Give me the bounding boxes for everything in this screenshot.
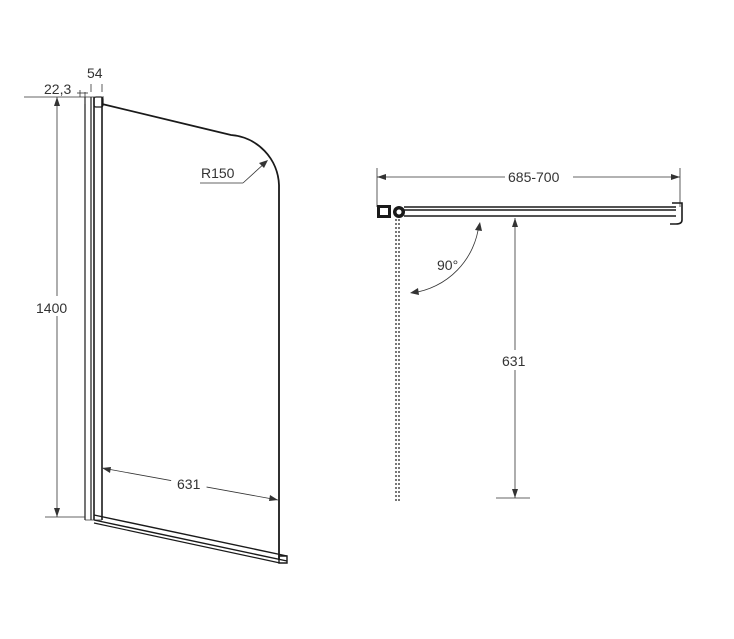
angle-dimension-group: 90° [410, 222, 482, 295]
dim-angle: 90° [437, 257, 458, 273]
dim-span: 685-700 [508, 169, 560, 185]
top-view: 685-700 90° [376, 167, 683, 502]
span-dimension-group: 685-700 [376, 167, 681, 207]
height-dimension-group: 1400 [36, 97, 85, 518]
profile-dimension-group: 22,3 54 [24, 65, 104, 104]
panel-open-position [395, 219, 400, 502]
dim-height: 1400 [36, 300, 67, 316]
wall-profile [84, 96, 104, 521]
bottom-sill [93, 514, 288, 564]
glass-panel-outline [101, 103, 280, 560]
dim-swing-depth: 631 [502, 353, 526, 369]
panel-width-dimension-group: 631 [101, 467, 279, 501]
swing-depth-dimension-group: 631 [496, 218, 531, 499]
dim-profile-depth: 22,3 [44, 81, 71, 97]
hinge-bracket [377, 205, 405, 218]
panel-closed-position [404, 202, 683, 225]
radius-dimension-group: R150 [200, 160, 268, 184]
dim-panel-width: 631 [177, 476, 201, 492]
dim-radius: R150 [201, 165, 235, 181]
dim-profile-width: 54 [87, 65, 103, 81]
front-view: 22,3 54 1400 R150 631 [24, 65, 288, 564]
